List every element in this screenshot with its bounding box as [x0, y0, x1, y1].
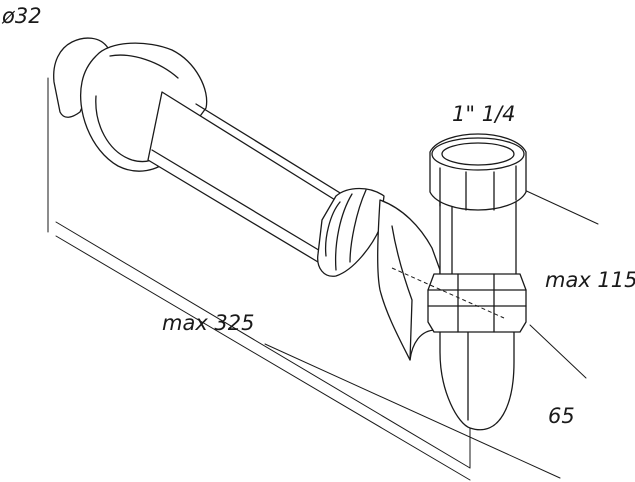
dimension-lines: [47, 77, 599, 481]
depth-label: 65: [548, 404, 575, 428]
thread-size-label: 1" 1/4: [452, 102, 516, 126]
top-threaded-nut: [429, 133, 527, 211]
diameter-label: ø32: [2, 4, 42, 28]
max-length-label: max 325: [162, 311, 255, 335]
tube-union-nut: [317, 187, 385, 277]
lower-union-nut: [427, 273, 527, 333]
max-height-label: max 115: [545, 268, 635, 292]
